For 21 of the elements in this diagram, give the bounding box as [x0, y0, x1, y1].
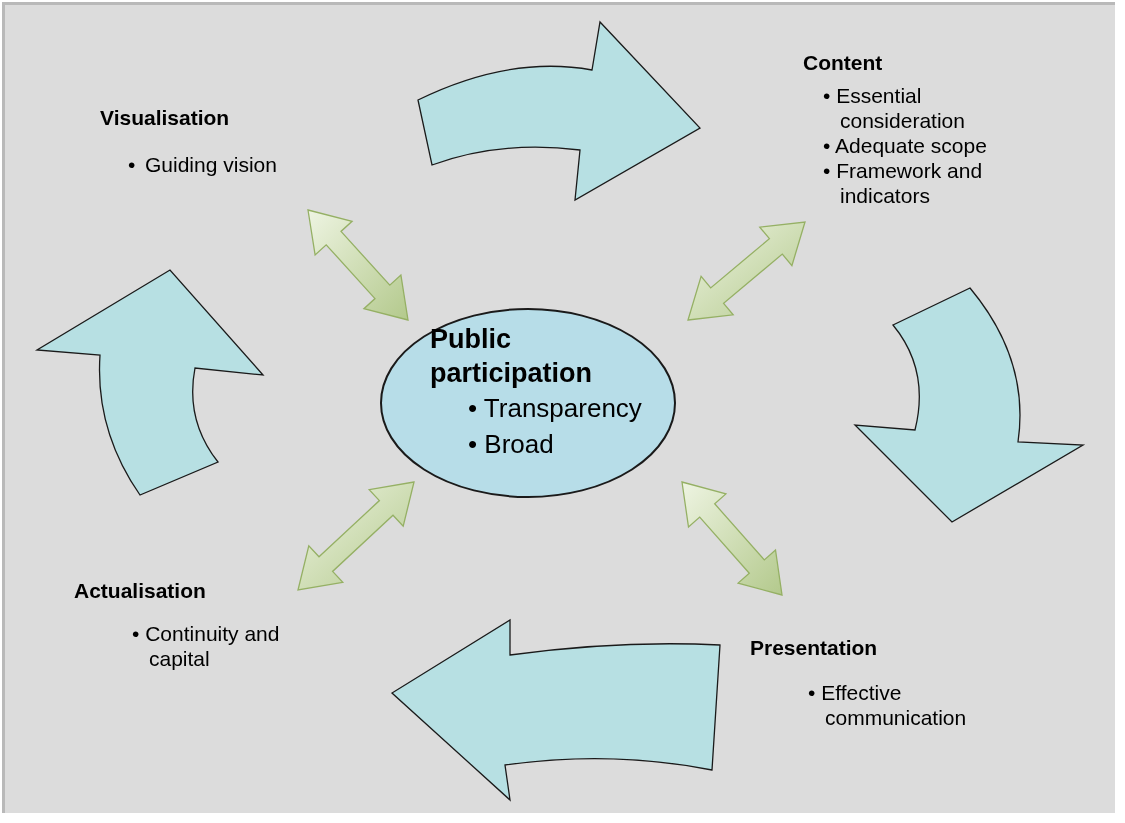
curved-block-arrow — [391, 619, 721, 801]
curved-block-arrow — [36, 269, 264, 496]
bullet-item: • Adequate scope — [823, 133, 988, 158]
bullet-item: • Transparency — [468, 392, 643, 425]
section-heading: Actualisation — [74, 578, 207, 603]
double-block-arrow — [687, 221, 806, 321]
bullet-item: • Essential consideration — [823, 83, 966, 133]
section-heading: Visualisation — [100, 105, 231, 130]
bullet-item: • Guiding vision — [128, 152, 278, 177]
curved-block-arrow — [417, 21, 701, 201]
bullet-item: • Broad — [468, 428, 555, 461]
bullet-item: • Effective communication — [808, 680, 968, 730]
bullet-item: • Framework and indicators — [823, 158, 984, 208]
double-block-arrow — [307, 209, 409, 321]
section-heading: Public participation — [430, 323, 593, 390]
bullet-item: • Continuity and capital — [132, 621, 281, 671]
double-block-arrow — [297, 481, 415, 591]
section-heading: Content — [803, 50, 884, 75]
curved-block-arrow — [854, 287, 1084, 523]
double-block-arrow — [681, 481, 783, 596]
section-heading: Presentation — [750, 635, 879, 660]
